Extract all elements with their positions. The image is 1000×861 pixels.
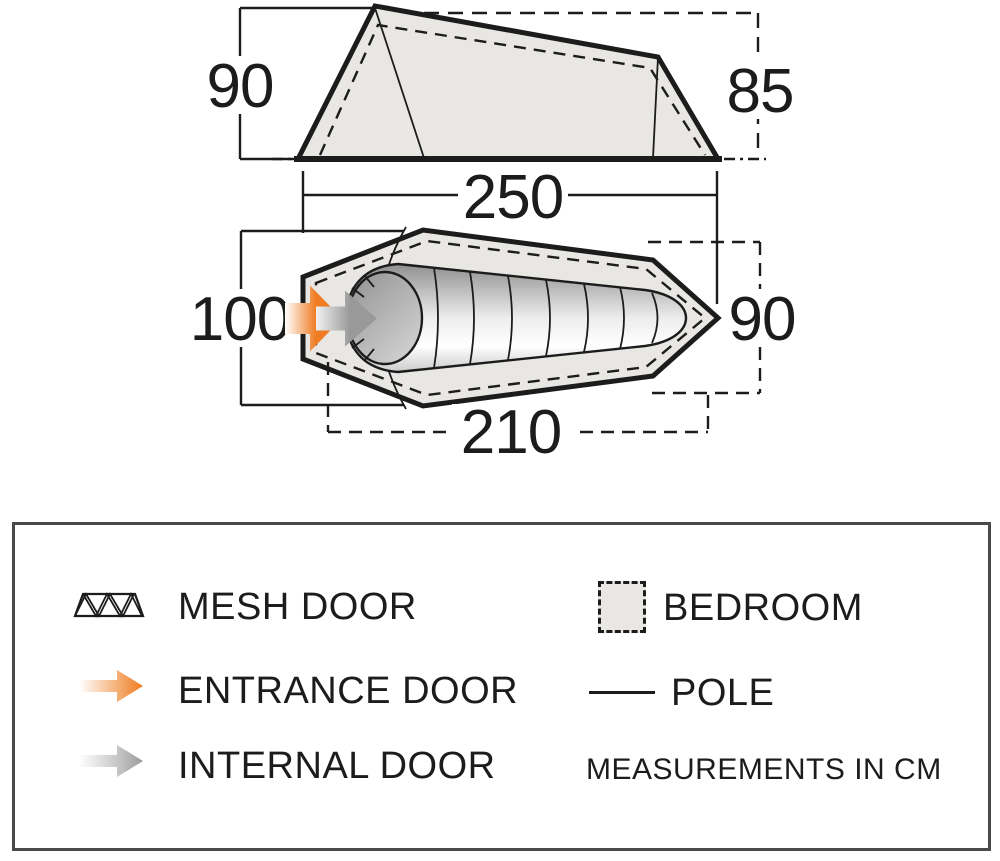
dimension-side-height-right: 85 xyxy=(424,11,797,157)
sleeping-bag-seams xyxy=(433,267,659,369)
dim-label-plan-front-width: 100 xyxy=(190,285,290,354)
legend-panel: MESH DOOR ENTRANCE DOOR INTERNAL DOOR BE… xyxy=(12,522,991,851)
entrance-door-arrow-icon xyxy=(79,670,143,702)
legend-label-mesh-door: MESH DOOR xyxy=(178,586,417,628)
dimension-bedroom-length: 210 xyxy=(326,362,710,467)
dimension-plan-rear-width: 90 xyxy=(648,240,800,395)
dim-label-side-height-right: 85 xyxy=(727,57,794,126)
sleeping-bag-body xyxy=(344,262,688,374)
legend-label-bedroom: BEDROOM xyxy=(663,587,863,629)
tent-side-elevation xyxy=(272,3,766,162)
dimension-side-height-left: 90 xyxy=(203,6,372,161)
tent-dimensions-diagram: 90 85 250 xyxy=(188,3,800,467)
sleeping-bag xyxy=(344,262,688,374)
legend-label-entrance-door: ENTRANCE DOOR xyxy=(178,670,519,712)
dimension-plan-front-width: 100 xyxy=(188,229,404,407)
internal-door-arrow-icon xyxy=(79,745,143,777)
entrance-door-arrow xyxy=(285,285,342,352)
dim-label-side-height-left: 90 xyxy=(207,52,274,121)
dim-label-plan-rear-width: 90 xyxy=(729,285,796,354)
internal-door-arrow xyxy=(316,290,377,347)
bedroom-swatch-icon xyxy=(598,581,646,633)
dim-label-bedroom-length: 210 xyxy=(461,398,561,467)
side-pole-line-front xyxy=(374,7,425,159)
tent-floor-plan xyxy=(300,226,722,410)
legend-label-pole: POLE xyxy=(671,672,775,714)
side-pole-line-rear xyxy=(652,56,659,159)
side-tent-outline xyxy=(295,3,721,161)
side-inner-tent-dashed xyxy=(318,23,707,156)
pole-line-icon xyxy=(589,691,655,694)
mesh-door-icon xyxy=(73,591,145,618)
legend-label-internal-door: INTERNAL DOOR xyxy=(178,745,496,787)
sleeping-bag-hood-ties xyxy=(351,274,375,362)
side-tent-fill xyxy=(298,6,718,159)
dim-label-base-width: 250 xyxy=(463,163,563,232)
dimension-base-width: 250 xyxy=(301,163,719,304)
measurements-note: MEASUREMENTS IN CM xyxy=(586,753,942,786)
